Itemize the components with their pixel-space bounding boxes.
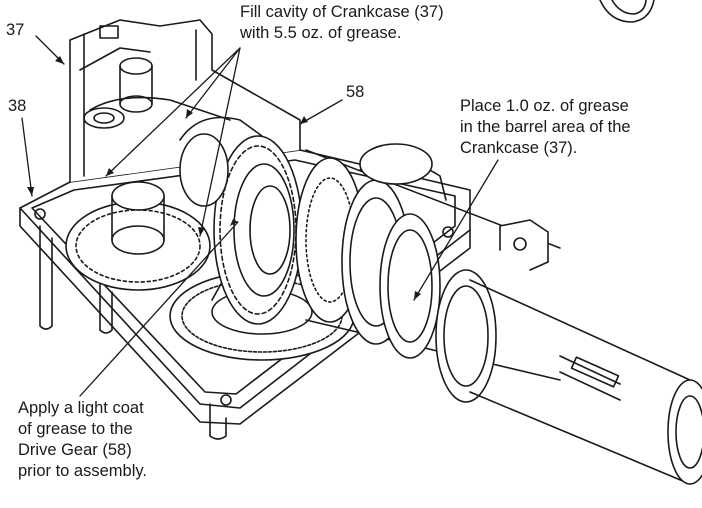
callout-fill-cavity-line-1: Fill cavity of Crankcase (37) xyxy=(240,3,444,21)
leader-fill-cavity-3 xyxy=(199,47,241,237)
leader-fill-cavity-1 xyxy=(185,47,241,119)
output-shaft xyxy=(435,269,702,485)
upper-shaft xyxy=(83,57,231,129)
callout-fill-cavity: Fill cavity of Crankcase (37) with 5.5 o… xyxy=(240,2,444,44)
partial-bearing-corner xyxy=(599,0,655,23)
drive-gear-58 xyxy=(213,135,303,325)
callout-barrel: Place 1.0 oz. of grease in the barrel ar… xyxy=(460,96,631,159)
large-spur-gear xyxy=(65,181,211,291)
leader-fill-cavity-2 xyxy=(105,47,241,177)
leader-arrowheads xyxy=(27,56,421,300)
part-number-37: 37 xyxy=(6,21,25,39)
right-bracket xyxy=(499,219,549,271)
leader-lines xyxy=(21,35,499,397)
callout-drive-gear-line-1: Apply a light coat xyxy=(18,399,144,417)
part-number-58: 58 xyxy=(346,83,365,101)
part-number-38: 38 xyxy=(8,97,27,115)
leader-barrel xyxy=(413,159,499,301)
callout-barrel-line-3: Crankcase (37). xyxy=(460,139,578,157)
callout-drive-gear-line-3: Drive Gear (58) xyxy=(18,441,132,459)
callout-drive-gear: Apply a light coat of grease to the Driv… xyxy=(18,398,147,482)
bearing-stack xyxy=(295,143,447,359)
callout-barrel-line-2: in the barrel area of the xyxy=(460,118,631,136)
callout-drive-gear-line-2: of grease to the xyxy=(18,420,133,438)
callout-barrel-line-1: Place 1.0 oz. of grease xyxy=(460,97,629,115)
leader-58 xyxy=(299,99,343,125)
support-legs xyxy=(39,225,227,440)
leader-38 xyxy=(21,117,33,197)
callout-drive-gear-line-4: prior to assembly. xyxy=(18,462,147,480)
callout-fill-cavity-line-2: with 5.5 oz. of grease. xyxy=(240,24,402,42)
leader-drive-gear xyxy=(79,221,239,397)
